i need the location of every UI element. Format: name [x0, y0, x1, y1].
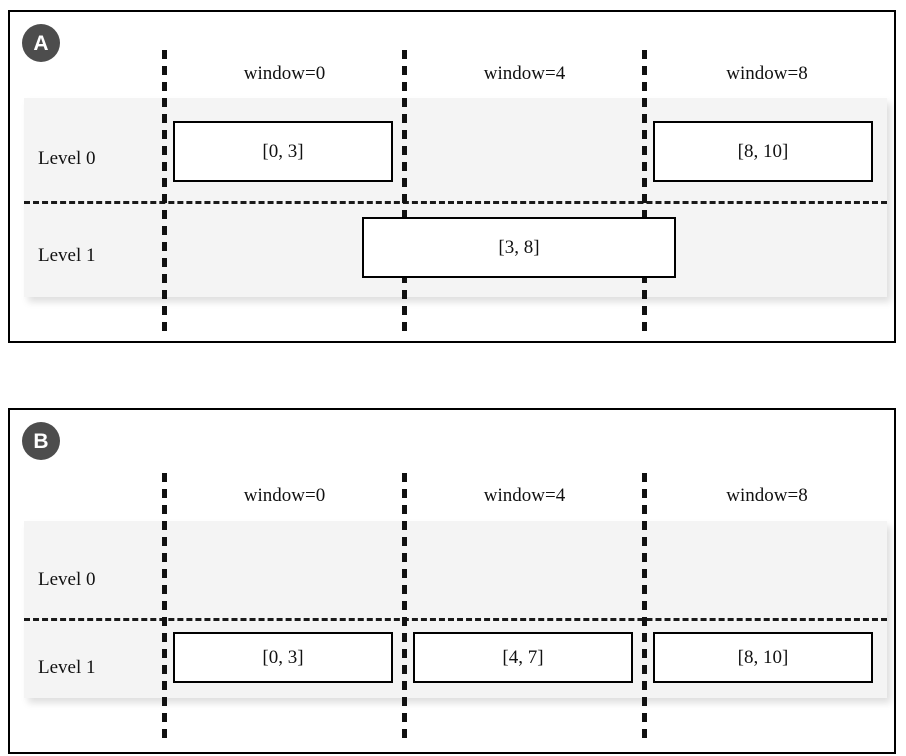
panel-a-window-separator-8 [642, 50, 647, 333]
panel-b-badge: B [22, 422, 60, 460]
panel-a-interval-box-3-8: [3, 8] [362, 217, 676, 278]
panel-a-level-divider [24, 201, 887, 204]
panel-b-window-separator-8 [642, 473, 647, 744]
panel-b-interval-box-4-7: [4, 7] [413, 632, 633, 683]
panel-b-level-label-1: Level 1 [38, 657, 96, 678]
panel-a-window-separator-0 [162, 50, 167, 333]
panel-a-window-header-0: window=0 [243, 63, 326, 84]
panel-a: A window=0 window=4 window=8 Level 0 Lev… [8, 10, 896, 343]
panel-b-window-header-8: window=8 [726, 485, 808, 506]
panel-a-window-header-4: window=4 [483, 63, 566, 84]
panel-a-window-separator-4 [402, 50, 407, 333]
panel-b-interval-box-0-3: [0, 3] [173, 632, 393, 683]
panel-b-window-separator-4 [402, 473, 407, 744]
transition-row: Strict window compaction, window = 4 [0, 343, 906, 749]
panel-a-window-header-8: window=8 [726, 63, 808, 84]
panel-a-interval-box-0-3: [0, 3] [173, 121, 393, 182]
panel-a-badge: A [22, 24, 60, 62]
panel-b-window-separator-0 [162, 473, 167, 744]
panel-b-interval-box-8-10: [8, 10] [653, 632, 873, 683]
panel-b-window-header-0: window=0 [243, 485, 326, 506]
panel-b-level-divider [24, 618, 887, 621]
panel-b: B window=0 window=4 window=8 Level 0 Lev… [8, 408, 896, 754]
panel-a-interval-box-8-10: [8, 10] [653, 121, 873, 182]
panel-b-window-header-4: window=4 [483, 485, 566, 506]
panel-a-level-label-0: Level 0 [38, 148, 96, 169]
panel-a-level-label-1: Level 1 [38, 245, 96, 266]
panel-b-level-label-0: Level 0 [38, 569, 96, 590]
